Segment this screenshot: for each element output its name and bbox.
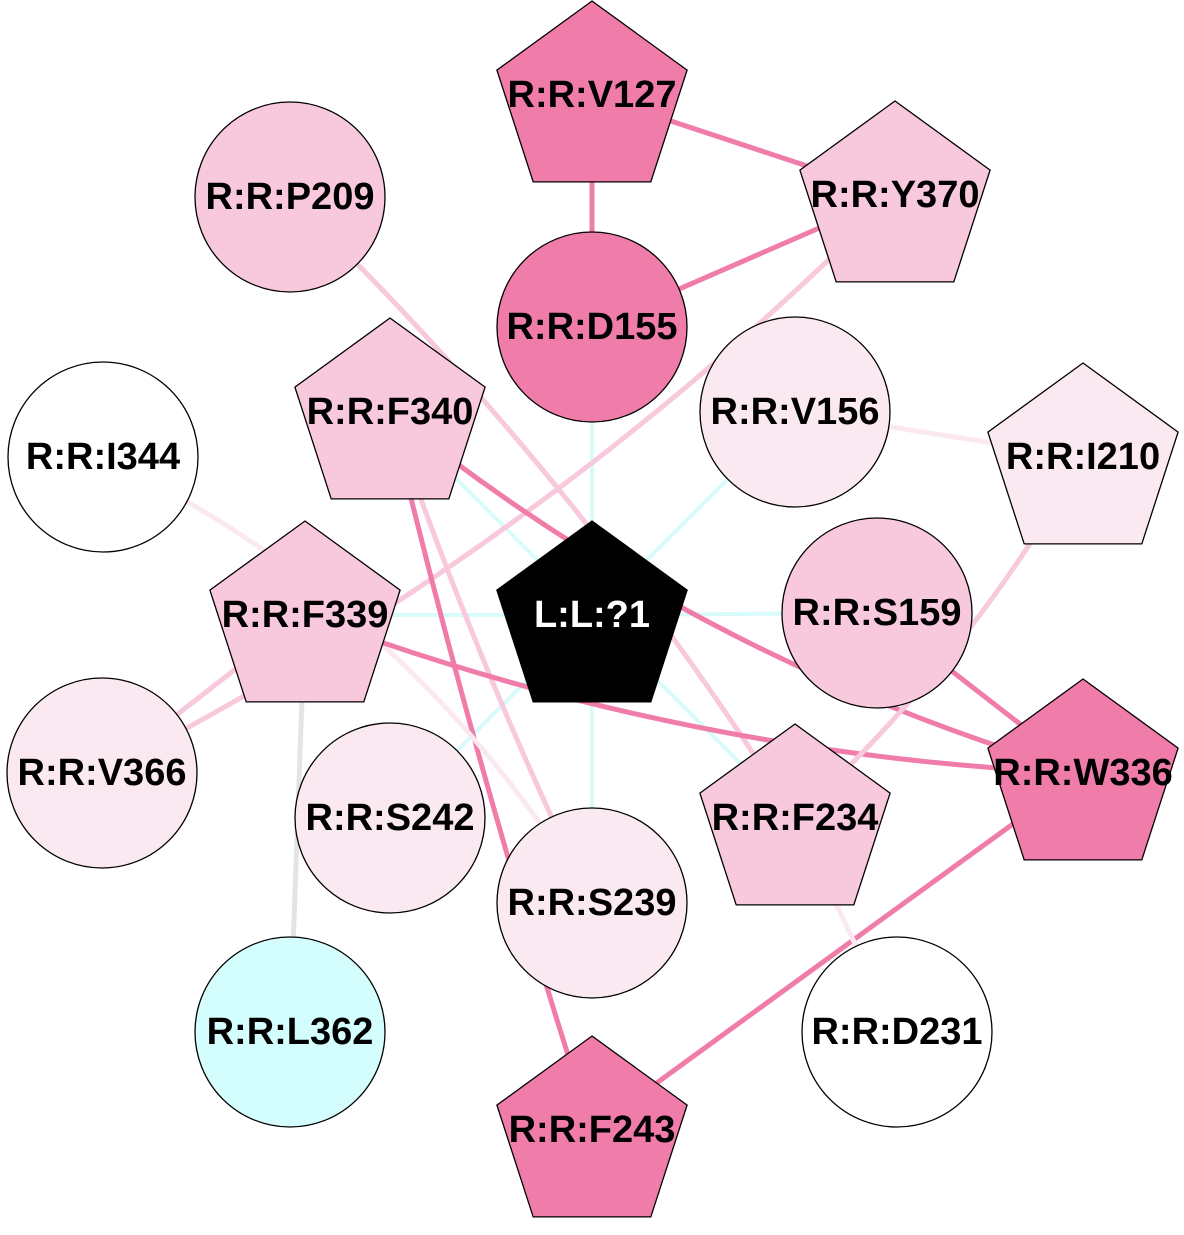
- edge-y370-v366: [100, 193, 897, 776]
- node-circle: [194, 101, 386, 293]
- node-circle: [699, 316, 891, 508]
- node-label: R:R:I344: [26, 436, 180, 478]
- node-i210[interactable]: R:R:I210: [987, 362, 1179, 545]
- node-circle: [194, 936, 386, 1128]
- node-circle: [294, 722, 486, 914]
- node-pentagon: [496, 0, 688, 183]
- node-label: R:R:F243: [509, 1109, 676, 1151]
- node-d155[interactable]: R:R:D155: [496, 231, 688, 423]
- node-label: R:R:V127: [508, 74, 677, 116]
- node-f339[interactable]: R:R:F339: [209, 520, 401, 703]
- node-f234[interactable]: R:R:F234: [699, 723, 891, 906]
- node-v156[interactable]: R:R:V156: [699, 316, 891, 508]
- edge-f340-f243: [387, 411, 595, 1131]
- node-circle: [781, 517, 973, 709]
- node-circle: [801, 936, 993, 1128]
- edge-w336-f243: [590, 770, 1085, 1133]
- node-label: R:R:V156: [711, 391, 880, 433]
- node-label: R:R:F340: [307, 391, 474, 433]
- node-label: R:R:I210: [1006, 436, 1160, 478]
- node-i344[interactable]: R:R:I344: [7, 361, 199, 553]
- node-label: R:R:V366: [18, 752, 187, 794]
- node-circle: [496, 231, 688, 423]
- edge-f339-w336: [304, 612, 1084, 776]
- node-label: R:R:S242: [306, 797, 475, 839]
- node-circle: [496, 807, 688, 999]
- edge-p209-f234: [288, 195, 798, 820]
- edge-f340-w336: [388, 410, 1084, 776]
- node-pentagon: [294, 317, 486, 500]
- node-l362[interactable]: R:R:L362: [194, 936, 386, 1128]
- node-pentagon: [209, 520, 401, 703]
- node-label: R:R:S239: [508, 882, 677, 924]
- node-label: R:R:L362: [207, 1011, 374, 1053]
- node-y370[interactable]: R:R:Y370: [799, 100, 991, 283]
- node-label: L:L:?1: [534, 594, 650, 636]
- node-label: R:R:F339: [222, 594, 389, 636]
- node-f340[interactable]: R:R:F340: [294, 317, 486, 500]
- node-pentagon: [987, 362, 1179, 545]
- node-v127[interactable]: R:R:V127: [496, 0, 688, 183]
- node-label: R:R:S159: [793, 592, 962, 634]
- node-d231[interactable]: R:R:D231: [801, 936, 993, 1128]
- node-circle: [7, 361, 199, 553]
- node-pentagon: [987, 678, 1179, 861]
- node-s242[interactable]: R:R:S242: [294, 722, 486, 914]
- node-label: R:R:P209: [206, 176, 375, 218]
- node-pentagon: [496, 1035, 688, 1218]
- node-p209[interactable]: R:R:P209: [194, 101, 386, 293]
- node-pentagon: [799, 100, 991, 283]
- node-circle: [6, 677, 198, 869]
- node-label: R:R:D155: [506, 306, 677, 348]
- node-label: R:R:F234: [712, 797, 879, 839]
- node-pentagon: [699, 723, 891, 906]
- node-w336[interactable]: R:R:W336: [987, 678, 1179, 861]
- node-label: R:R:D231: [811, 1011, 982, 1053]
- node-pentagon: [496, 520, 688, 703]
- node-s159[interactable]: R:R:S159: [781, 517, 973, 709]
- node-s239[interactable]: R:R:S239: [496, 807, 688, 999]
- node-lig[interactable]: L:L:?1: [496, 520, 688, 703]
- node-label: R:R:W336: [993, 752, 1172, 794]
- node-label: R:R:Y370: [811, 174, 980, 216]
- node-v366[interactable]: R:R:V366: [6, 677, 198, 869]
- node-f243[interactable]: R:R:F243: [496, 1035, 688, 1218]
